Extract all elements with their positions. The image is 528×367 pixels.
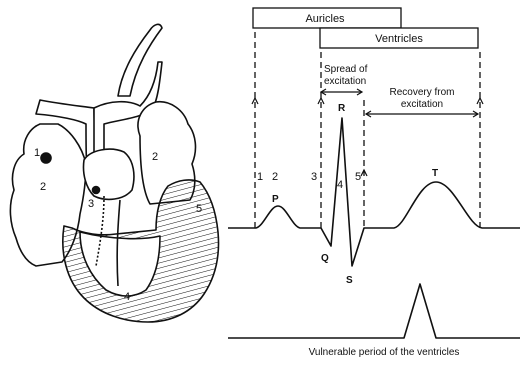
wave-r-label: R: [338, 103, 346, 114]
wave-t-label: T: [432, 168, 438, 179]
ecg-trace: [228, 118, 520, 266]
ecg-number-2: 2: [272, 171, 278, 183]
spread-bracket: [321, 89, 362, 95]
heart-label-5: 5: [196, 203, 202, 215]
spread-label-line1: Spread of: [324, 64, 368, 75]
ecg-number-4: 4: [337, 179, 343, 191]
recovery-label-line1: Recovery from: [389, 87, 454, 98]
heart-label-1: 1: [34, 147, 40, 159]
av-node: [93, 187, 100, 194]
heart-label-2-right: 2: [152, 151, 158, 163]
central-chamber: [83, 149, 133, 199]
wave-p-label: P: [272, 194, 279, 205]
auricles-label: Auricles: [305, 13, 345, 25]
spread-label-line2: excitation: [324, 76, 366, 87]
ventricles-label: Ventricles: [375, 33, 423, 45]
heart-label-2-left: 2: [40, 181, 46, 193]
ecg-number-1: 1: [257, 171, 263, 183]
ecg-number-3: 3: [311, 171, 317, 183]
phase-boxes: [253, 8, 478, 48]
heart-label-3: 3: [88, 198, 94, 210]
wave-q-label: Q: [321, 253, 329, 264]
sa-node: [41, 153, 51, 163]
heart-label-4: 4: [124, 291, 130, 303]
ecg-number-5: 5: [355, 171, 361, 183]
wave-s-label: S: [346, 275, 353, 286]
recovery-bracket: [366, 111, 478, 117]
vulnerable-period-trace: [228, 284, 520, 338]
vulnerable-period-caption: Vulnerable period of the ventricles: [309, 347, 460, 358]
phase-boundaries: [255, 32, 480, 228]
boundary-arrows: [252, 98, 483, 176]
heart-illustration: [10, 24, 218, 322]
recovery-label-line2: excitation: [401, 99, 443, 110]
